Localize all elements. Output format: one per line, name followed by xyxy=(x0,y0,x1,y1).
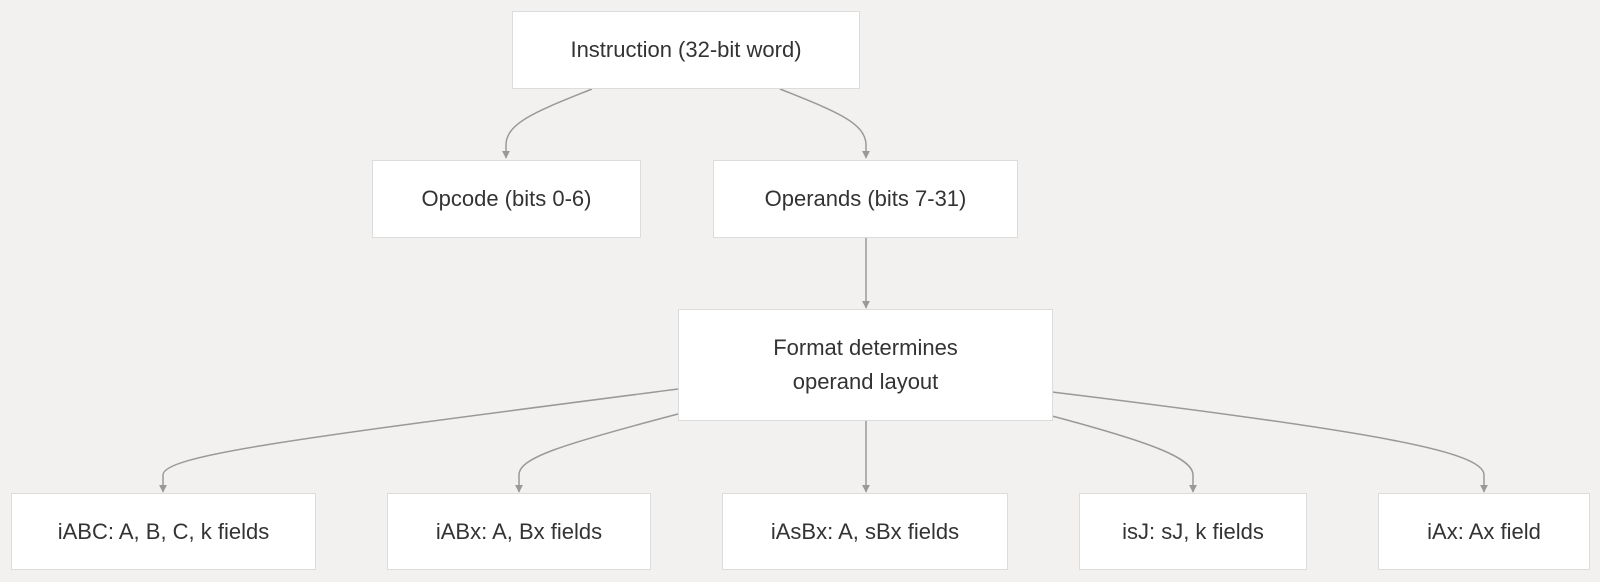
format-node-label-line2: operand layout xyxy=(792,369,939,394)
edge-format-iabc xyxy=(159,388,679,493)
operands-node: Operands (bits 7-31) xyxy=(713,160,1018,238)
iax-node-label: iAx: Ax field xyxy=(1427,518,1541,544)
edge-format-isj xyxy=(1051,415,1197,493)
edge-format-iax xyxy=(1051,391,1488,493)
iabx-node: iABx: A, Bx fields xyxy=(387,493,651,570)
format-node-label-line1: Format determines xyxy=(773,335,958,360)
edge-format-iabx xyxy=(515,413,679,493)
edge-instruction-opcode xyxy=(502,88,593,159)
iasbx-node-label: iAsBx: A, sBx fields xyxy=(770,518,960,544)
operands-node-label: Operands (bits 7-31) xyxy=(764,186,967,211)
iasbx-node: iAsBx: A, sBx fields xyxy=(722,493,1008,570)
isj-node: isJ: sJ, k fields xyxy=(1079,493,1307,570)
iax-node: iAx: Ax field xyxy=(1378,493,1590,570)
isj-node-label: isJ: sJ, k fields xyxy=(1122,518,1264,544)
edge-instruction-operands xyxy=(779,88,870,159)
instruction-node-label: Instruction (32-bit word) xyxy=(570,37,802,62)
opcode-node: Opcode (bits 0-6) xyxy=(372,160,641,238)
iabx-node-label: iABx: A, Bx fields xyxy=(435,518,603,544)
format-node: Format determines operand layout xyxy=(678,309,1053,421)
iabc-node-label: iABC: A, B, C, k fields xyxy=(57,518,270,544)
iabc-node: iABC: A, B, C, k fields xyxy=(11,493,316,570)
opcode-node-label: Opcode (bits 0-6) xyxy=(421,186,592,211)
instruction-node: Instruction (32-bit word) xyxy=(512,11,860,89)
